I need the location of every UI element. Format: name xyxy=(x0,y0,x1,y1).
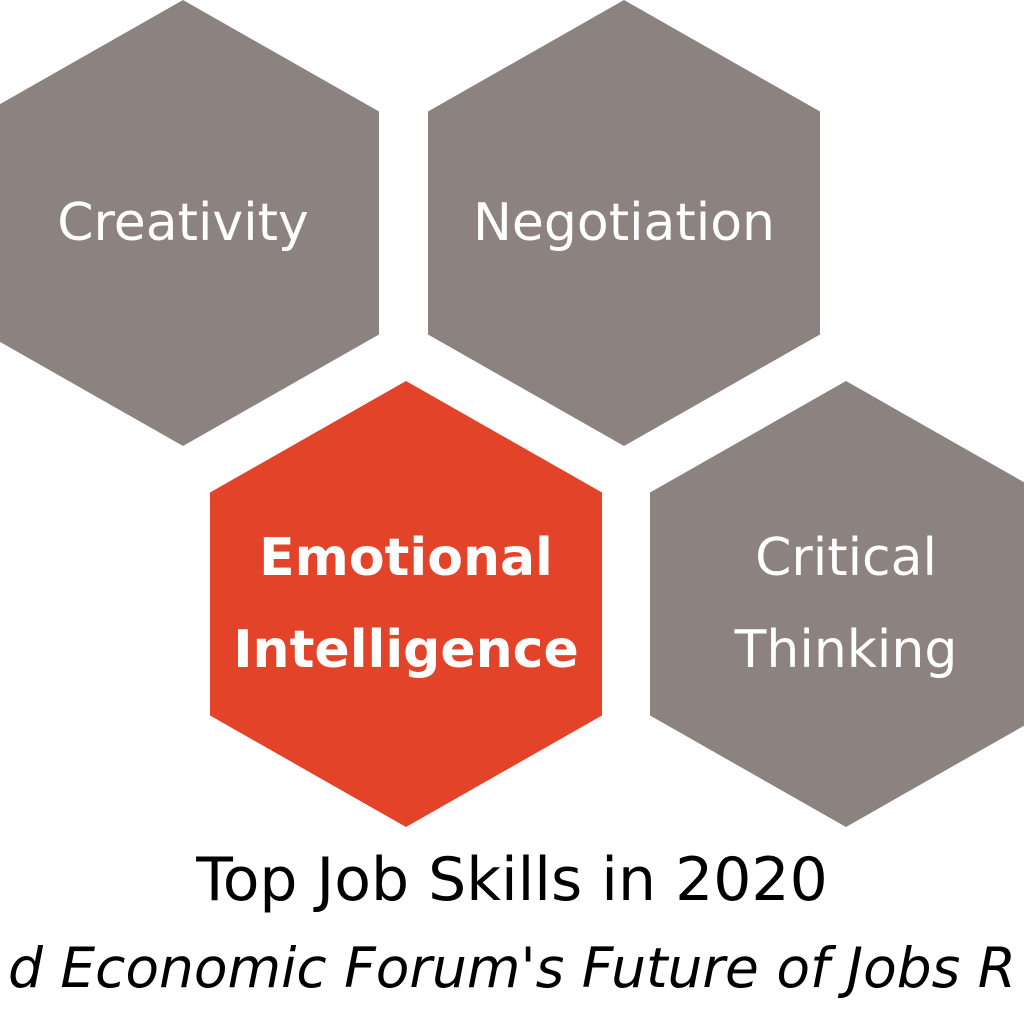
hexagon-creativity: Creativity xyxy=(0,0,379,446)
diagram-title: Top Job Skills in 2020 xyxy=(196,845,828,915)
hexagon-layer: Creativity NegotiationEmotionalIntelligen… xyxy=(0,0,1024,827)
hexagon-label-emotional-intelligence: Emotional xyxy=(259,528,553,588)
hexagon-label-negotiation: Negotiation xyxy=(473,193,775,253)
hexagon-label-critical-thinking: Thinking xyxy=(734,620,958,680)
hexagon-shape-creativity xyxy=(0,0,379,446)
hexagon-label-creativity: Creativity xyxy=(57,193,309,253)
hexagon-shape-negotiation xyxy=(428,0,820,446)
diagram-subtitle: d Economic Forum's Future of Jobs R xyxy=(8,936,1016,1000)
hexagon-negotiation: Negotiation xyxy=(428,0,820,446)
hexagon-label-emotional-intelligence: Intelligence xyxy=(233,620,579,680)
hexagon-label-critical-thinking: Critical xyxy=(755,528,937,588)
hexagon-shape-critical-thinking xyxy=(650,381,1024,827)
hexagon-shape-emotional-intelligence xyxy=(210,381,602,827)
